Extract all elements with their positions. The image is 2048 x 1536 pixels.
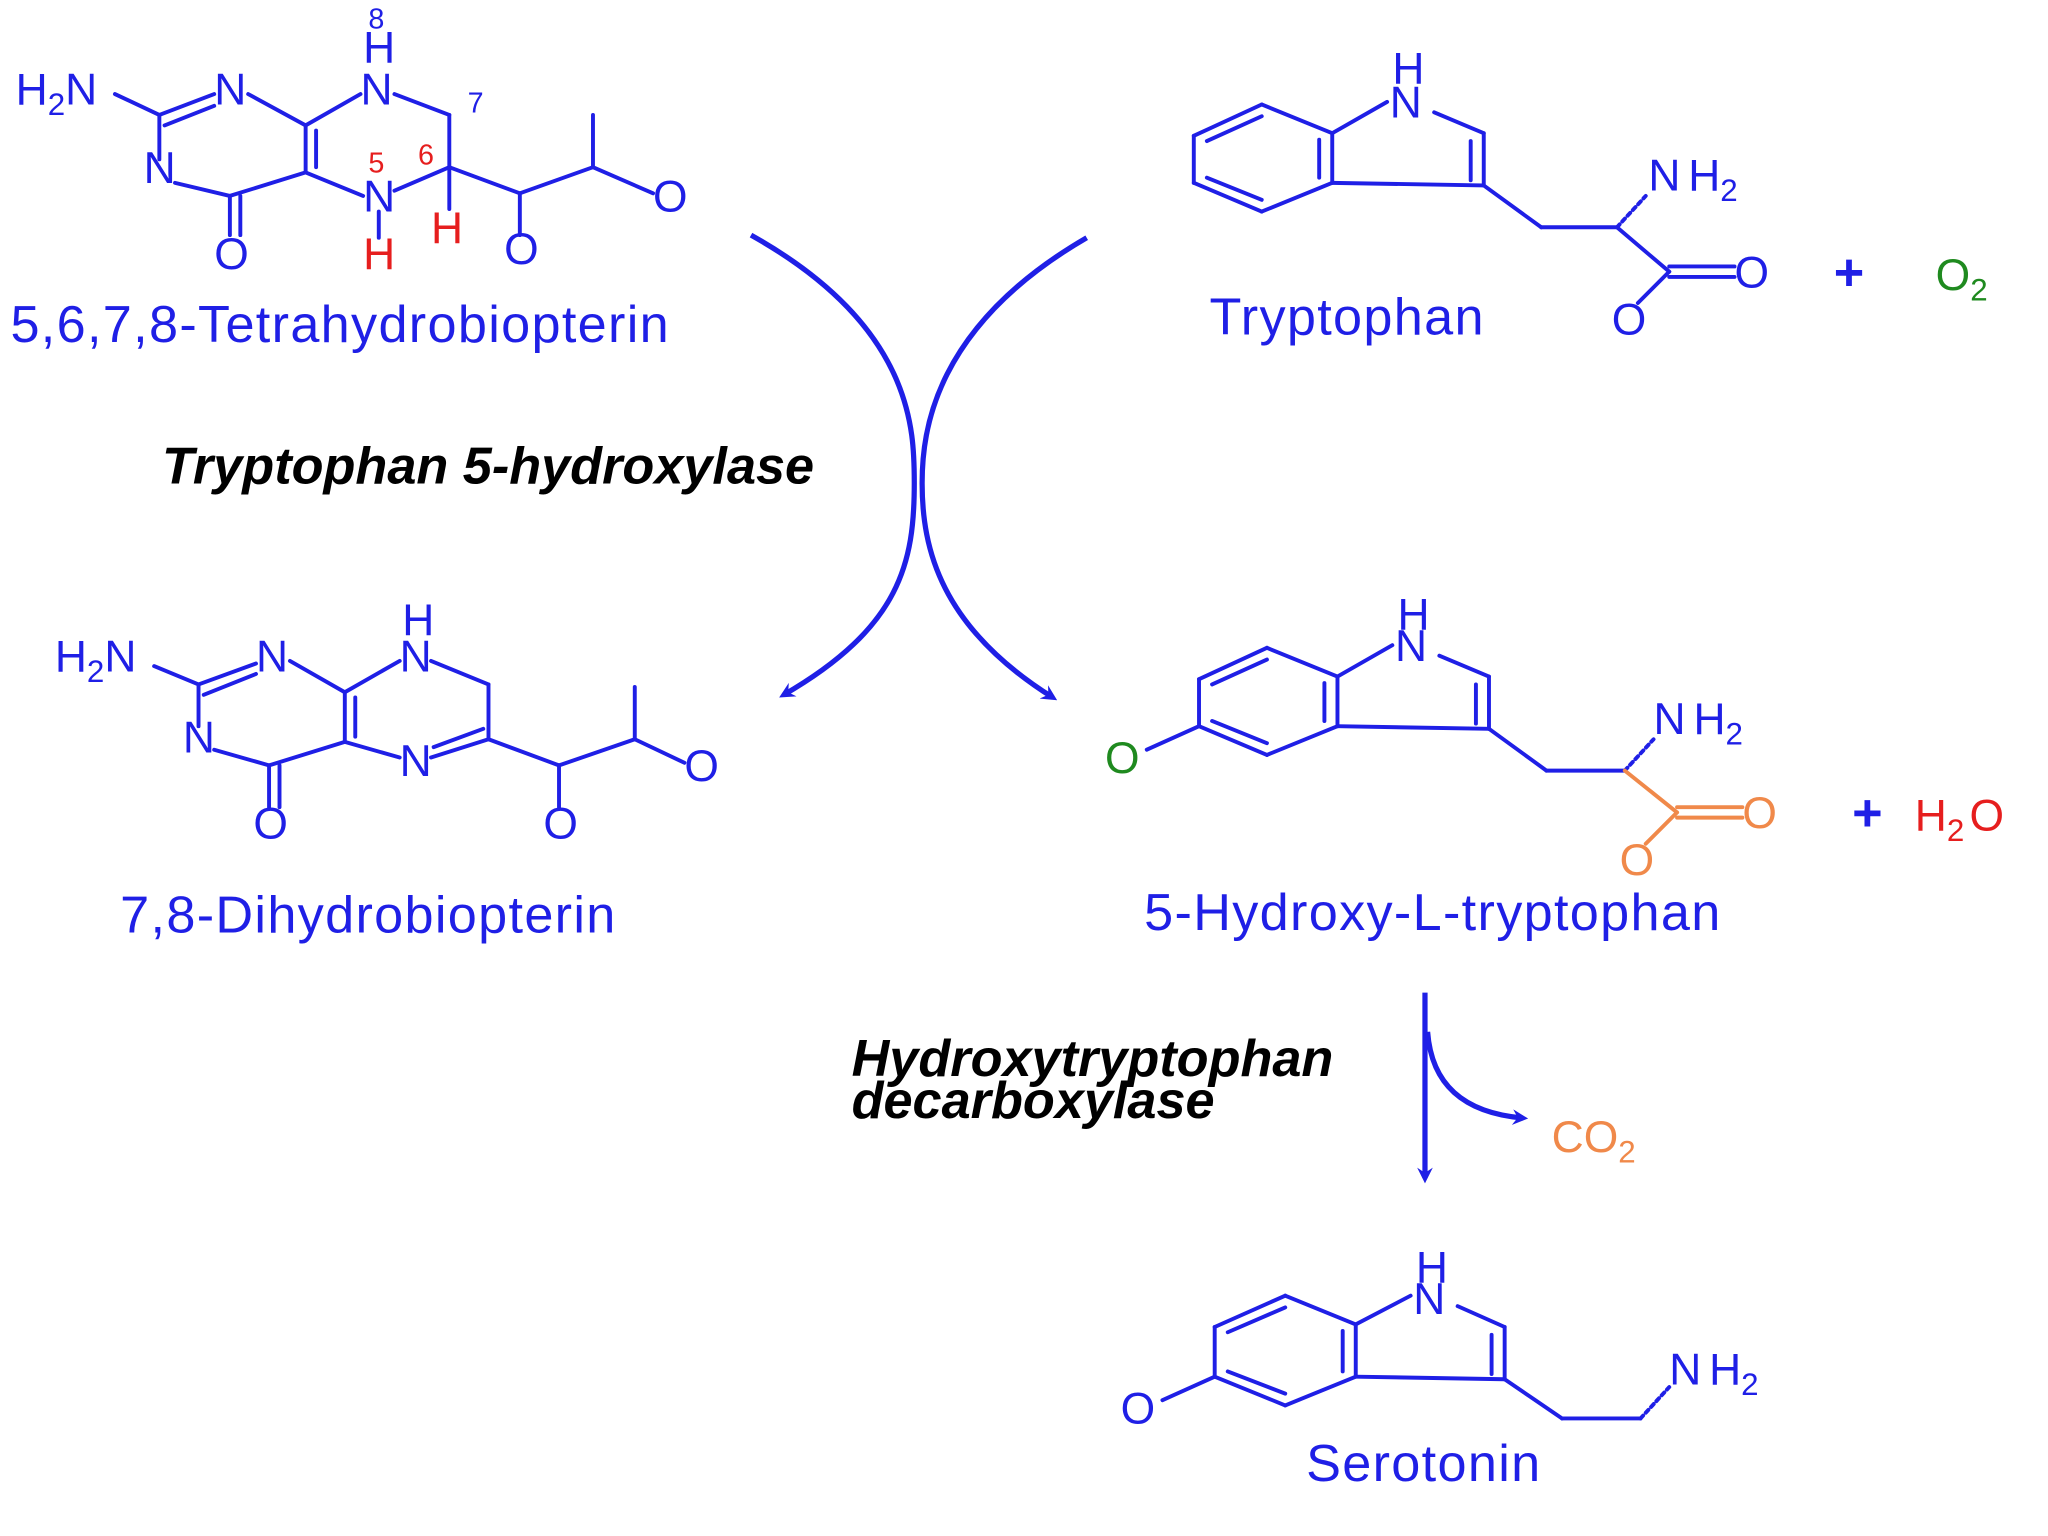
hydroxyl-oxygen-highlight: O: [1105, 734, 1140, 783]
atom-n8: N: [360, 65, 392, 114]
compound-name-tetrahydrobiopterin: 5,6,7,8-Tetrahydrobiopterin: [10, 296, 670, 354]
atom-n-indole: N: [1390, 79, 1422, 128]
carboxyl-oxygen-highlight: O: [1742, 789, 1777, 838]
atom-n: N: [183, 713, 215, 762]
atom-n-indole: N: [1395, 622, 1427, 671]
atom-n: N: [400, 632, 432, 681]
atom-n: N: [256, 632, 288, 681]
compound-name-hydroxytryptophan: 5-Hydroxy-L-tryptophan: [1144, 884, 1721, 942]
compound-name-dihydrobiopterin: 7,8-Dihydrobiopterin: [120, 887, 617, 945]
atom-o: O: [1121, 1385, 1156, 1434]
atom-h: H: [1398, 591, 1430, 640]
amino-group-label: H2N: [16, 65, 98, 121]
compound-name-serotonin: Serotonin: [1306, 1435, 1541, 1493]
decarboxylation-arrows: [1417, 992, 1529, 1184]
tetrahydrobiopterin-structure: H2N N N O H N N H H O O 8 7 5 6: [16, 4, 688, 279]
atom-o: O: [1612, 295, 1647, 344]
plus-sign: +: [1852, 785, 1883, 843]
atom-o: O: [543, 800, 578, 849]
enzyme-label-line1: Hydroxytryptophan: [852, 1030, 1334, 1088]
atom-n: N: [144, 144, 176, 193]
atom-o: O: [1735, 248, 1770, 297]
enzyme-label-line2: decarboxylase: [852, 1072, 1215, 1130]
carboxyl-oxygen-highlight: O: [1620, 836, 1655, 885]
atom-o: O: [253, 800, 288, 849]
atom-o: O: [504, 225, 539, 274]
carbon-dioxide-label: CO2: [1552, 1113, 1636, 1169]
atom-o: O: [214, 230, 249, 279]
position-5-label: 5: [368, 147, 384, 179]
atom-h: H: [1392, 45, 1424, 94]
plus-sign: +: [1834, 244, 1865, 302]
atom-o: O: [684, 742, 719, 791]
atom-h: H: [402, 596, 434, 645]
position-8-label: 8: [368, 4, 384, 36]
atom-n-indole: N: [1413, 1275, 1445, 1324]
atom-h5-highlight: H: [363, 230, 395, 279]
atom-h: H: [1416, 1244, 1448, 1293]
dihydrobiopterin-structure: H2N N N O H N N O O: [55, 596, 719, 849]
position-6-label: 6: [418, 140, 434, 172]
oxygen-label: O2: [1936, 251, 1988, 307]
compound-name-tryptophan: Tryptophan: [1209, 288, 1484, 346]
enzyme-label-tryptophan-hydroxylase: Tryptophan 5-hydroxylase: [162, 437, 814, 495]
hydroxylation-arrows: [749, 232, 1089, 701]
atom-n: N: [214, 65, 246, 114]
amino-group-label: H2N: [55, 632, 137, 688]
atom-n: N: [400, 737, 432, 786]
atom-h6-highlight: H: [431, 204, 463, 253]
atom-o: O: [653, 173, 688, 222]
atom-n5: N: [363, 173, 395, 222]
atom-h: H: [363, 24, 395, 73]
position-7-label: 7: [468, 87, 484, 119]
